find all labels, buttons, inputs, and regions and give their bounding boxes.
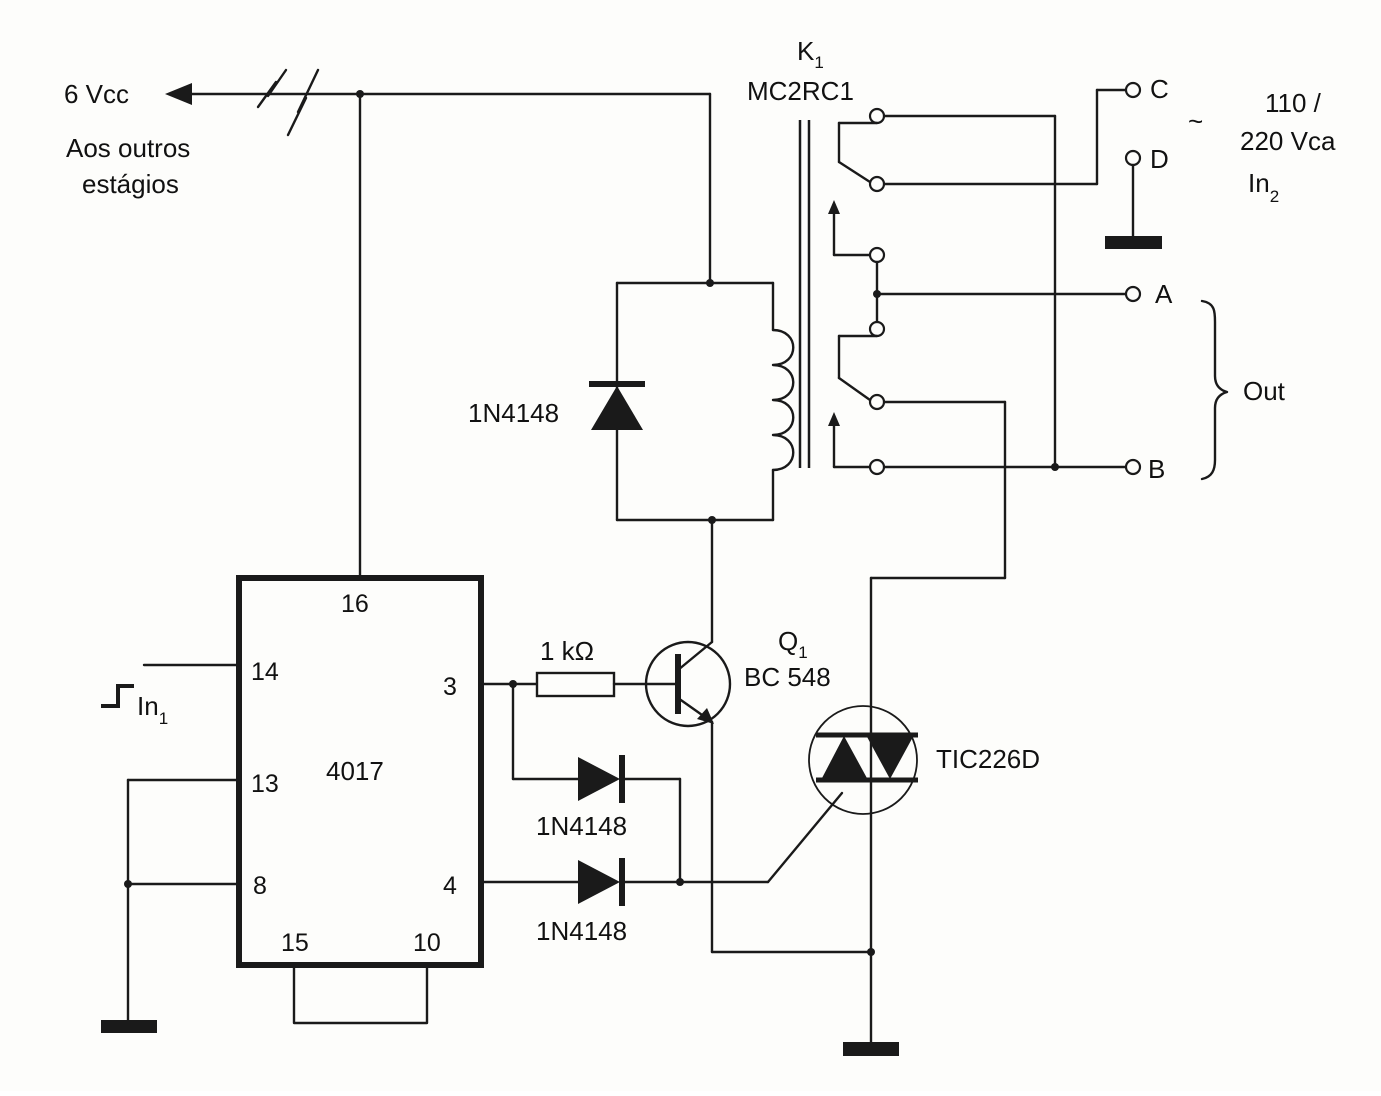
mains-voltage-line2: 220 Vca [1240,126,1336,156]
ground-symbol [101,1020,157,1033]
relay-diode-label: 1N4148 [468,398,559,428]
break-marks [256,68,320,137]
pin-8-label: 8 [253,872,267,900]
diode-upper-label: 1N4148 [536,811,627,841]
svg-text:D: D [1150,144,1169,174]
relay-coil-network [615,279,775,524]
relay-contact-set-2 [828,114,1128,476]
pin-3-label: 3 [443,673,457,701]
transistor-model-label: BC 548 [744,662,831,692]
relay-coil [771,328,795,472]
diode-lower-label: 1N4148 [536,916,627,946]
terminal-b[interactable]: B [1124,454,1165,484]
pin-16-label: 16 [341,590,369,618]
ic-name-label: 4017 [326,756,384,786]
transistor-q1 [644,518,732,954]
resistor-value-label: 1 kΩ [540,636,594,666]
svg-text:C: C [1150,74,1169,104]
reset-ground-wiring [124,778,241,1022]
out-label: Out [1243,376,1286,406]
mains-tilde: ~ [1188,106,1203,136]
pin-10-label: 10 [413,929,441,957]
input-label: In1 [137,691,168,728]
triac-tic226d [808,400,1007,1044]
mains-input-label: In2 [1248,168,1279,206]
mains-voltage-line1: 110 / [1265,88,1322,118]
relay-ref-label: K1 [797,36,824,72]
relay-contact-set-1 [837,88,1128,193]
terminal-a[interactable]: A [1124,279,1173,309]
supply-voltage-label: 6 Vcc [64,79,129,109]
ic-4017-body [236,575,484,968]
pin-13-label: 13 [251,770,279,798]
pin-3-network [479,680,580,781]
supply-arrow [165,83,362,105]
terminal-d[interactable]: D [1124,144,1169,174]
pin-4-label: 4 [443,872,457,900]
resistor-1k [535,671,616,698]
triac-model-label: TIC226D [936,744,1040,774]
out-brace [1200,299,1229,481]
step-input-icon [101,684,134,708]
diode-lower [479,791,844,906]
common-ground-wire [710,948,875,956]
ground-symbol [1105,236,1162,249]
terminal-c[interactable]: C [1124,74,1169,104]
svg-text:A: A [1155,279,1173,309]
pin-15-label: 15 [281,929,309,957]
supply-note-line2: estágios [82,169,179,199]
ground-symbol [843,1042,899,1056]
relay-diode [589,381,645,430]
supply-note-line1: Aos outros [66,133,190,163]
diode-upper [578,755,682,884]
transistor-ref-label: Q1 [778,626,808,662]
relay-model-label: MC2RC1 [747,76,854,106]
pin-15-10-loop [292,963,429,1025]
svg-text:B: B [1148,454,1165,484]
pin-14-label: 14 [251,658,279,686]
